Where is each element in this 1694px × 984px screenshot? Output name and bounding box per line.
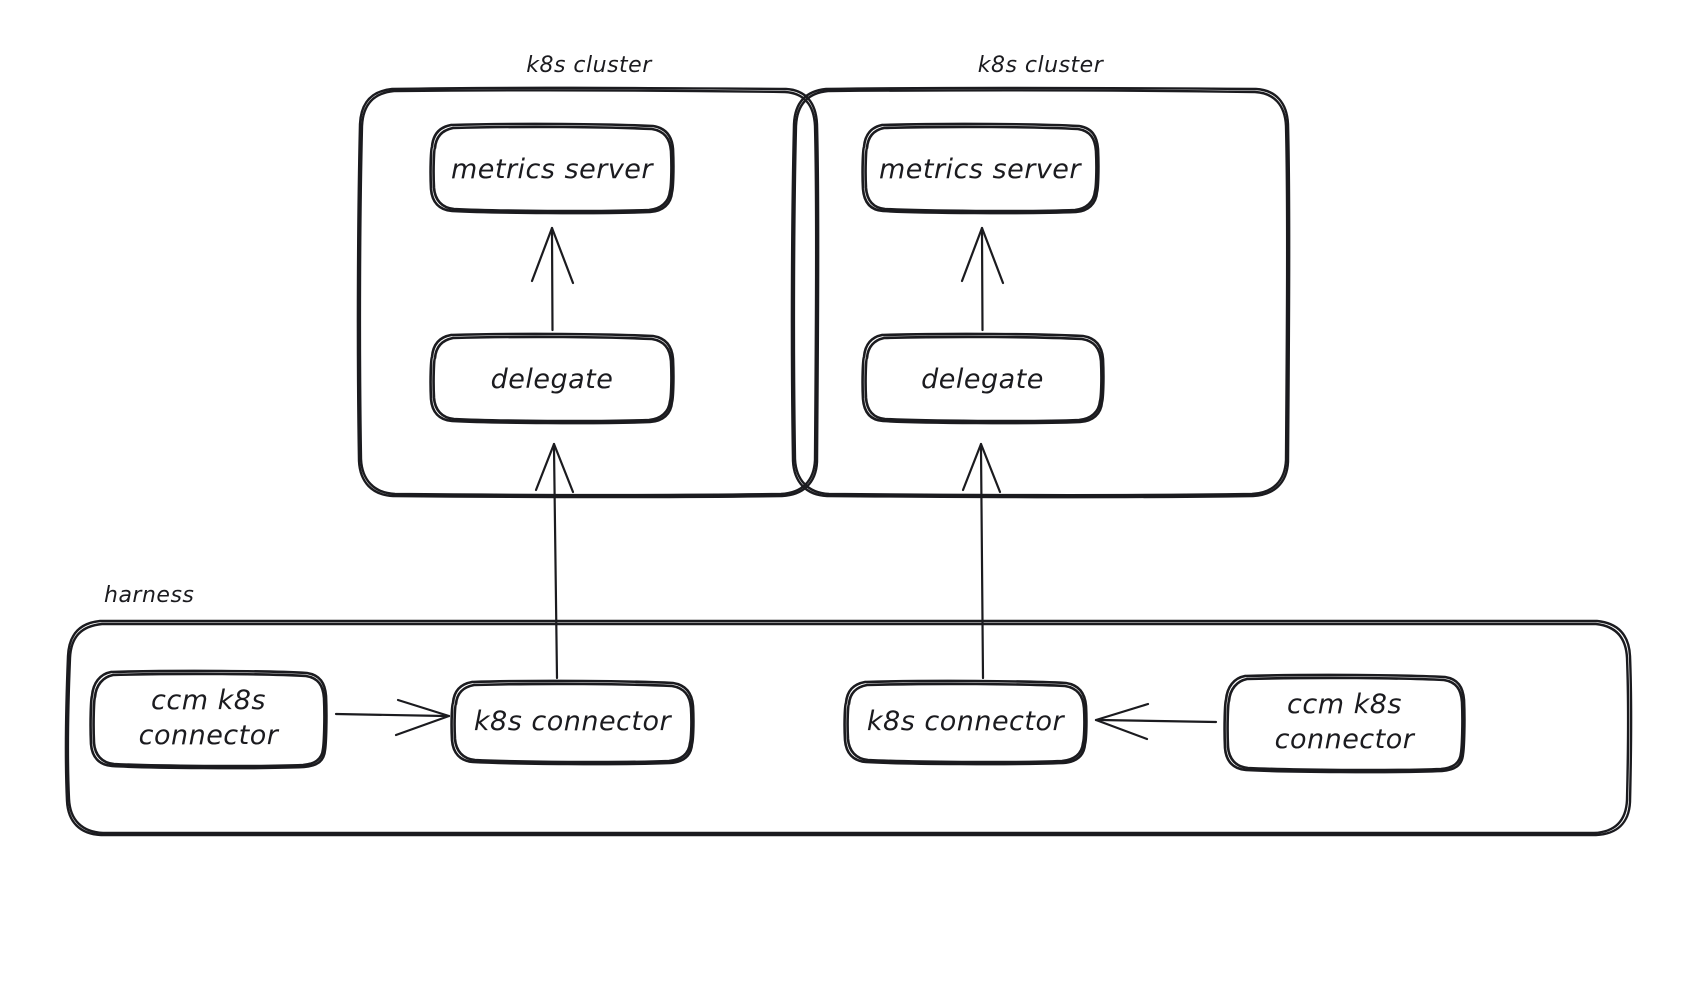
edge-delegate-to-metrics-right xyxy=(960,226,1005,332)
group-k8s-cluster-left-outline xyxy=(356,86,820,499)
node-metrics-server-left-outline xyxy=(429,122,675,215)
edge-delegate-to-metrics-left xyxy=(530,226,575,332)
node-ccm-k8s-connector-left-outline xyxy=(89,669,328,770)
node-delegate-right[interactable] xyxy=(862,334,1103,422)
node-delegate-left[interactable] xyxy=(431,334,673,422)
edge-k8s-connector-to-delegate-left xyxy=(534,442,575,680)
node-metrics-server-right-outline xyxy=(861,122,1100,215)
node-metrics-server-right[interactable] xyxy=(862,124,1098,212)
edge-ccm-to-k8s-connector-right xyxy=(1094,702,1218,741)
node-ccm-k8s-connector-right[interactable] xyxy=(1225,675,1464,771)
node-k8s-connector-left-outline xyxy=(450,679,695,766)
node-ccm-k8s-connector-right-outline xyxy=(1223,673,1466,774)
node-delegate-left-outline xyxy=(429,332,675,425)
node-delegate-right-outline xyxy=(861,332,1105,425)
edge-ccm-to-k8s-connector-left xyxy=(334,698,451,737)
node-k8s-connector-left[interactable] xyxy=(452,681,693,763)
group-k8s-cluster-right-outline xyxy=(790,86,1291,499)
edge-k8s-connector-to-delegate-right xyxy=(961,442,1002,680)
node-ccm-k8s-connector-left[interactable] xyxy=(91,671,326,767)
node-k8s-connector-right-outline xyxy=(843,679,1088,766)
node-metrics-server-left[interactable] xyxy=(431,124,673,212)
node-k8s-connector-right[interactable] xyxy=(845,681,1086,763)
